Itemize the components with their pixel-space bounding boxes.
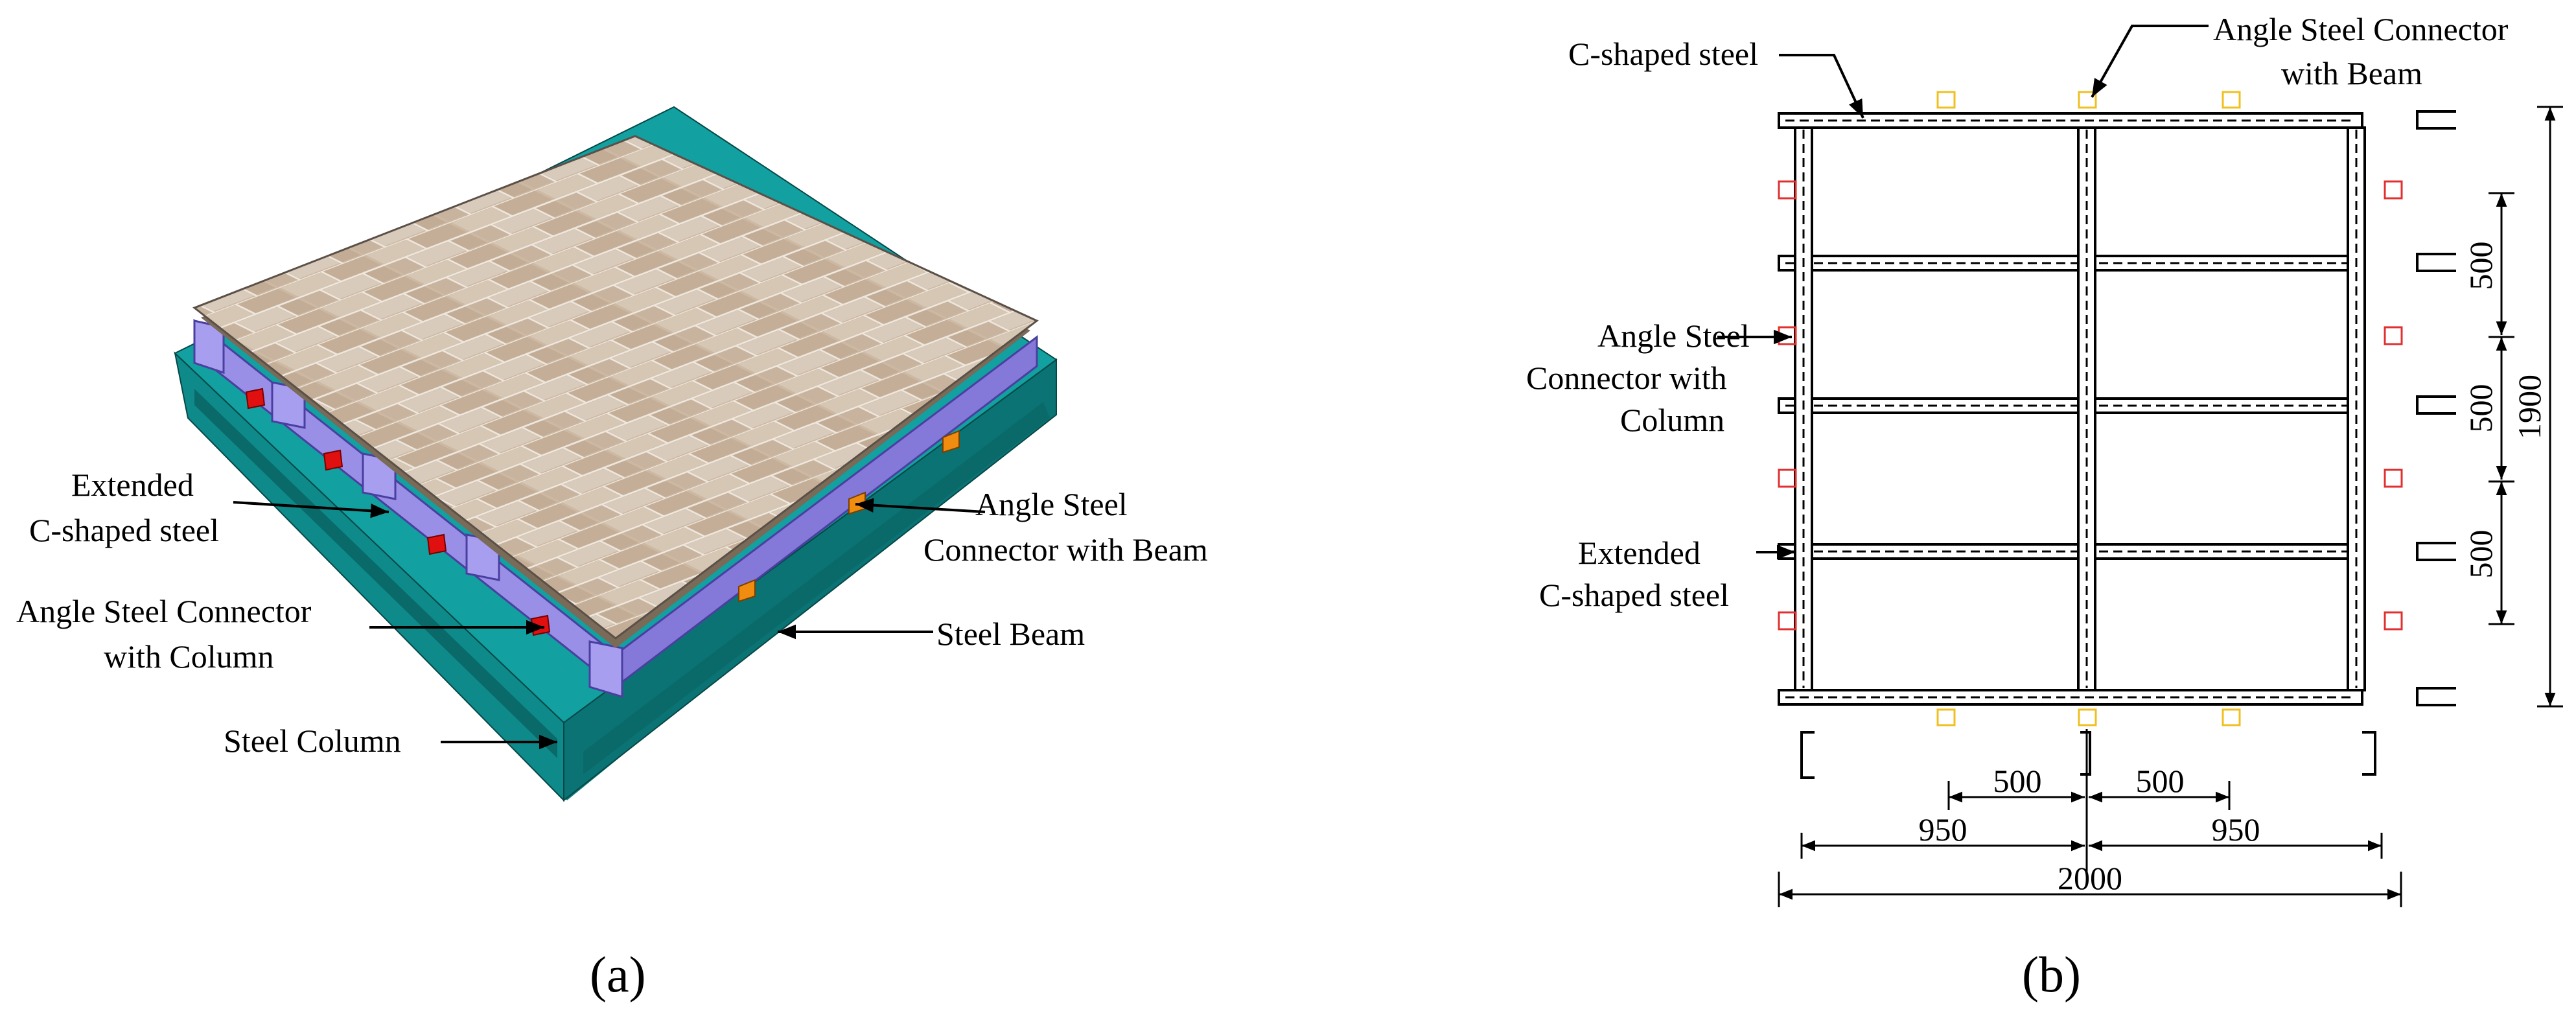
floor-slab-3d [192,135,1039,648]
leaders-b [1717,25,2209,560]
label-extended-1: Extended [71,467,194,503]
plan-column-connectors [1778,180,2403,631]
label-angle-beam-2-b: with Beam [2281,55,2422,91]
label-angle-col-3-b: Column [1620,402,1724,438]
caption-b: (b) [2022,946,2081,1003]
horizontal-members [1778,112,2363,706]
dim-v-500-3: 500 [2463,530,2499,579]
plan-beam-connectors [1936,91,2241,726]
dim-v-500-2: 500 [2463,384,2499,433]
leaders-a [233,498,986,750]
panel-b-plan [1717,25,2563,907]
c-shaped-steel-3d [193,318,1038,699]
label-angle-col-2-b: Connector with [1526,360,1727,396]
vertical-dimensions [2489,106,2563,708]
label-angle-beam-1-b: Angle Steel Connector [2213,11,2509,47]
label-angle-col-2: with Column [104,638,274,675]
dim-v-500-1: 500 [2463,242,2499,290]
label-steel-column: Steel Column [224,723,401,759]
caption-a: (a) [590,946,646,1003]
label-steel-beam: Steel Beam [936,616,1085,652]
panel-a-model: Extended C-shaped steel Angle Steel Conn… [16,106,1208,1003]
label-angle-beam-2: Connector with Beam [923,531,1208,568]
dim-v-1900: 1900 [2511,375,2547,439]
dim-h-950-left: 950 [1919,811,1967,848]
label-extended-1-b: Extended [1578,535,1700,571]
c-section-symbols [1800,110,2456,779]
label-c-shaped-steel: C-shaped steel [1568,36,1758,72]
horizontal-dimensions [1778,729,2402,907]
label-extended-2: C-shaped steel [29,512,219,548]
label-angle-beam-1: Angle Steel [975,486,1128,522]
dim-h-500-right: 500 [2136,763,2185,799]
label-extended-2-b: C-shaped steel [1539,577,1729,613]
dim-h-500-left: 500 [1993,763,2042,799]
dim-h-950-right: 950 [2212,811,2260,848]
label-angle-col-1: Angle Steel Connector [16,593,312,629]
label-angle-col-1-b: Angle Steel [1597,318,1750,354]
vertical-members [1794,126,2366,691]
dim-h-2000: 2000 [2058,860,2122,896]
panel-b-text: C-shaped steel Angle Steel Connector wit… [1526,11,2547,1003]
